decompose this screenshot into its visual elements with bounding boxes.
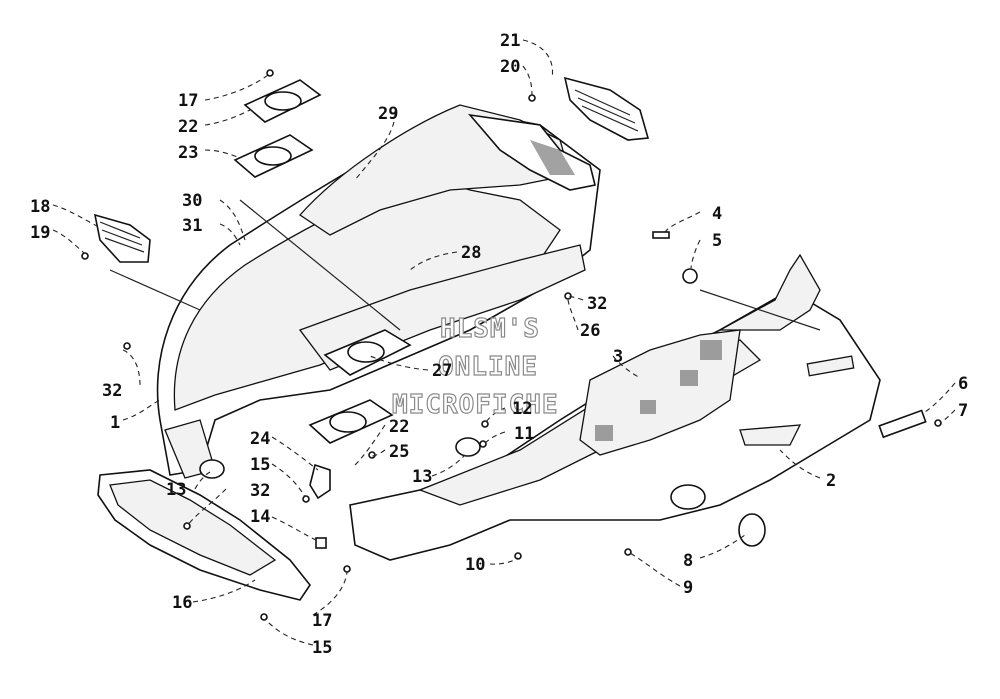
hood-assembly: [156, 104, 601, 479]
shock-boot-18: [93, 213, 151, 263]
callout-26: 26: [580, 321, 600, 341]
callout-24: 24: [250, 429, 270, 449]
callout-30: 30: [182, 191, 202, 211]
callout-11: 11: [514, 424, 534, 444]
front-bumper-16: [97, 469, 311, 601]
skid-plate-3: [579, 329, 741, 456]
watermark: HLSM'S ONLINE MICROFICHE: [391, 313, 559, 420]
callout-12: 12: [512, 399, 532, 419]
callout-32b: 32: [587, 294, 607, 314]
callout-22a: 22: [178, 117, 198, 137]
leader-lines: [52, 39, 956, 646]
callout-14: 14: [250, 507, 270, 527]
callout-3: 3: [613, 347, 623, 367]
callout-17a: 17: [178, 91, 198, 111]
grille-21: [563, 76, 650, 141]
callout-32a: 32: [102, 381, 122, 401]
callout-23: 23: [178, 143, 198, 163]
callout-32c: 32: [250, 481, 270, 501]
callout-10: 10: [465, 555, 485, 575]
watermark-line-2: ONLINE: [438, 352, 538, 382]
callout-19: 19: [30, 223, 50, 243]
callout-29: 29: [378, 104, 398, 124]
callout-27: 27: [432, 361, 452, 381]
callout-8: 8: [683, 551, 693, 571]
callout-20: 20: [500, 57, 520, 77]
callout-22b: 22: [389, 417, 409, 437]
vent-plates-22-23: [233, 79, 412, 444]
callout-17b: 17: [312, 611, 332, 631]
callout-7: 7: [958, 401, 968, 421]
callout-21: 21: [500, 31, 520, 51]
callout-25: 25: [389, 442, 409, 462]
callout-9: 9: [683, 578, 693, 598]
callout-6: 6: [958, 374, 968, 394]
callout-16: 16: [172, 593, 192, 613]
callout-1: 1: [110, 413, 120, 433]
callout-13a: 13: [166, 480, 186, 500]
callout-15a: 15: [250, 455, 270, 475]
watermark-line-3: MICROFICHE: [392, 390, 559, 420]
callout-15b: 15: [312, 638, 332, 658]
callout-18: 18: [30, 197, 50, 217]
callout-5: 5: [712, 231, 722, 251]
watermark-line-1: HLSM'S: [440, 314, 540, 344]
callout-2: 2: [826, 471, 836, 491]
callout-4: 4: [712, 204, 722, 224]
callout-13b: 13: [412, 467, 432, 487]
small-parts: [81, 69, 942, 621]
callout-31: 31: [182, 216, 202, 236]
callout-labels: 1 2 3 4 5 6 7 8 9 10 11 12 13 13 14 15 1…: [30, 31, 968, 658]
callout-28: 28: [461, 243, 481, 263]
